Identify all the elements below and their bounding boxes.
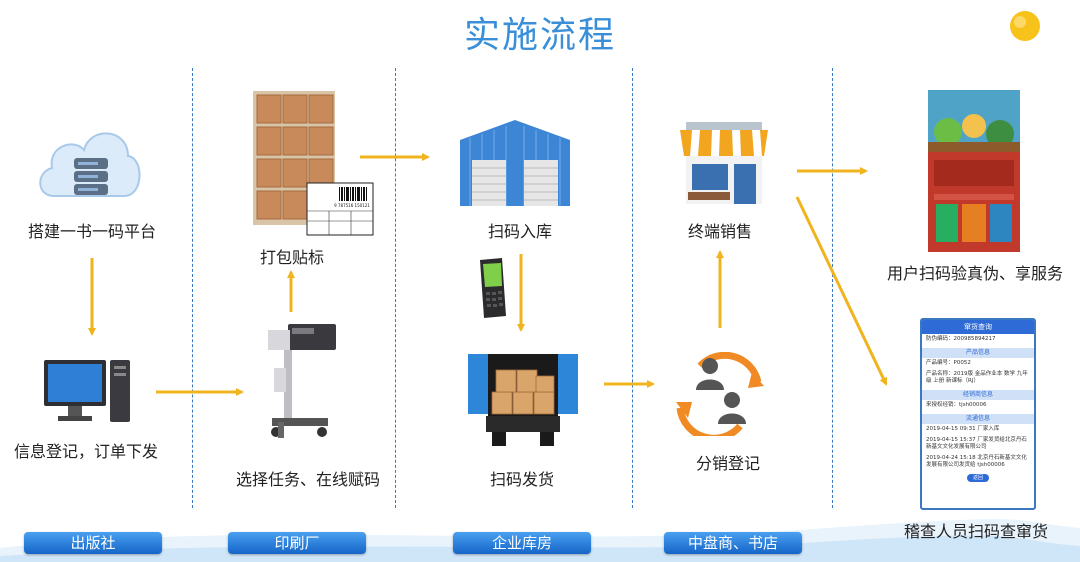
stage-tab-printer[interactable]: 印刷厂 (228, 532, 366, 554)
laser-coder-icon (268, 324, 336, 438)
delivery-truck-icon (468, 354, 578, 446)
phone-product-name-row: 产品名称：2019版 金品作业本 数学 九年级 上册 新课标（RJ） (926, 371, 1028, 384)
stage-tab-distributor[interactable]: 中盘商、书店 (664, 532, 802, 554)
step-distribution-label: 分销登记 (695, 454, 760, 473)
phone-dealer-section: 经销商信息 (922, 390, 1034, 400)
warehouse-icon (460, 120, 570, 206)
arrow-retail-to-inspector (795, 196, 888, 386)
distribution-cycle-icon (676, 352, 764, 436)
step-encode-label: 选择任务、在线赋码 (235, 470, 380, 489)
phone-flow-section: 流通信息 (922, 414, 1034, 424)
stage-tab-warehouse[interactable]: 企业库房 (453, 532, 591, 554)
step-pack-label: 打包贴标 (259, 248, 324, 267)
stage-divider (632, 68, 633, 508)
handheld-scanner-icon (480, 258, 506, 318)
phone-product-no-row: 产品编号：P0052 (926, 360, 971, 366)
stage-divider (395, 68, 396, 508)
sun-icon (1010, 11, 1040, 41)
packed-boxes-image: 9 787516 150121 (253, 91, 374, 236)
phone-dealer-row: 来授权经销：tjsh00006 (926, 402, 987, 408)
page-title: 实施流程 (463, 15, 616, 56)
step-platform-label: 搭建一书一码平台 (27, 222, 156, 241)
phone-product-section: 产品信息 (922, 348, 1034, 358)
shop-icon (680, 122, 768, 204)
stage-divider (192, 68, 193, 508)
cloud-server-icon (39, 132, 141, 197)
step-retail-label: 终端销售 (687, 222, 752, 241)
step-inbound-label: 扫码入库 (487, 222, 552, 241)
computer-icon (44, 360, 130, 422)
step-inspector-label: 稽查人员扫码查窜货 (903, 522, 1048, 541)
step-consumer-label: 用户扫码验真伪、享服务 (886, 264, 1063, 283)
stage-divider (832, 68, 833, 508)
phone-code-row: 防伪编码：200985894217 (926, 336, 996, 342)
phone-flow-row: 2019-04-15 09:31 厂家入库 (926, 426, 1000, 432)
phone-header: 窜货查询 (922, 320, 1034, 334)
phone-flow-row: 2019-04-24 15:18 北京丹石新基文文化发展有限公司发货给 tjsh… (926, 455, 1027, 468)
step-outbound-label: 扫码发货 (489, 470, 554, 489)
consumer-phone-screen (928, 90, 1020, 252)
phone-flow-row: 2019-04-15 15:37 厂家发货给北京丹石新基文文化发展有限公司 (926, 437, 1027, 450)
phone-back-button[interactable]: 返回 (967, 474, 989, 482)
inspector-phone-screen: 窜货查询 防伪编码：200985894217 产品信息 产品编号：P0052 产… (920, 318, 1036, 510)
stage-tab-publisher[interactable]: 出版社 (24, 532, 162, 554)
step-register-label: 信息登记，订单下发 (13, 442, 158, 461)
barcode-digits: 9 787516 150121 (334, 203, 370, 208)
